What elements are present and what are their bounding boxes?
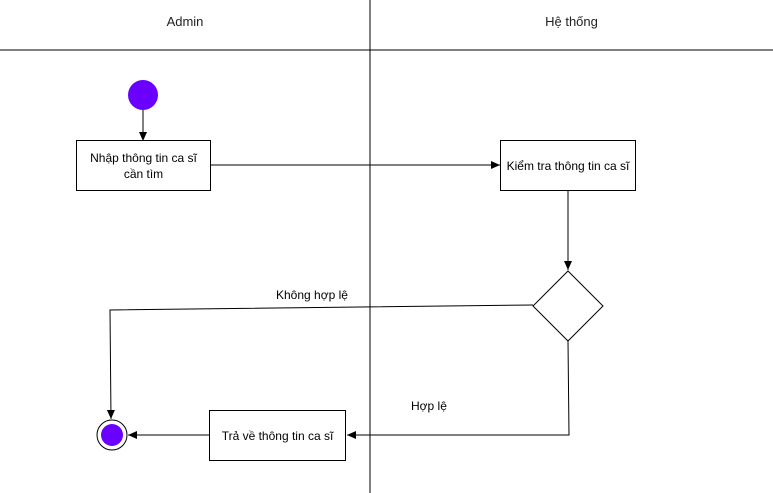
edge-invalid-to-end: [106, 304, 534, 420]
edge-label-invalid: Không hợp lệ: [276, 288, 348, 302]
edge-label-valid: Hợp lệ: [411, 399, 447, 413]
start-node: [128, 80, 158, 110]
action-return-singer-info: Trả về thông tin ca sĩ: [209, 410, 346, 461]
lane-title-admin: Admin: [166, 14, 204, 29]
edge-valid-to-return: [347, 340, 570, 439]
action-check-singer-info: Kiểm tra thông tin ca sĩ: [500, 140, 636, 191]
action-input-singer-info: Nhập thông tin ca sĩ cần tìm: [76, 140, 211, 191]
decision-node: [532, 270, 604, 342]
lane-title-system: Hệ thống: [545, 14, 598, 29]
end-node: [101, 424, 123, 446]
